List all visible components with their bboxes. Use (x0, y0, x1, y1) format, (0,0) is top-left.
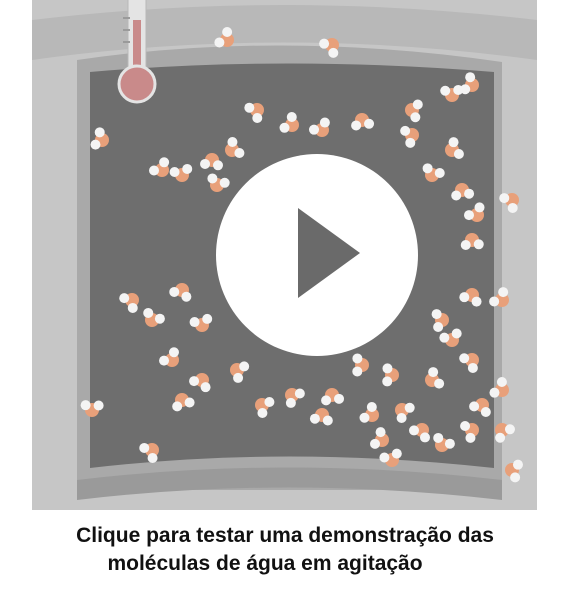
water-molecule-icon (439, 328, 462, 347)
water-molecule-icon (469, 398, 491, 418)
container-rim-bottom (77, 467, 502, 500)
water-molecule-icon (309, 117, 330, 137)
water-molecule-icon (200, 153, 223, 171)
water-molecule-icon (431, 309, 449, 333)
water-molecule-icon (409, 423, 430, 443)
water-molecule-icon (119, 293, 139, 313)
water-molecule-icon (499, 193, 519, 213)
water-molecule-icon (459, 353, 479, 373)
water-molecule-icon (279, 112, 299, 133)
water-molecule-icon (489, 377, 509, 398)
water-molecule-icon (382, 363, 399, 387)
play-icon (298, 208, 360, 298)
water-molecule-icon (90, 127, 109, 150)
water-molecule-icon (214, 27, 234, 48)
water-molecule-icon (451, 183, 475, 201)
water-molecule-icon (255, 397, 275, 418)
water-molecule-icon (505, 459, 523, 483)
water-molecule-icon (139, 442, 159, 463)
container-rim-top (32, 5, 537, 60)
water-molecule-icon (359, 402, 379, 423)
water-molecule-icon (230, 361, 250, 383)
water-molecule-icon (370, 427, 389, 449)
water-molecule-icon (351, 113, 375, 131)
water-molecule-icon (460, 421, 479, 443)
water-molecule-icon (440, 84, 464, 102)
caption-line-2: moléculas de água em agitação (107, 552, 423, 575)
water-molecule-icon (189, 313, 213, 332)
water-molecule-icon (495, 423, 515, 443)
water-molecule-icon (309, 408, 333, 426)
water-molecule-icon (244, 102, 264, 123)
water-molecule-icon (464, 202, 485, 222)
caption: Clique para testar uma demonstração das … (0, 522, 570, 578)
thermometer-icon (117, 0, 157, 104)
water-molecule-icon (379, 448, 402, 467)
simulation-stage[interactable] (32, 0, 537, 510)
water-molecule-icon (225, 137, 245, 159)
water-molecule-icon (352, 353, 369, 377)
water-molecule-icon (149, 157, 170, 177)
water-molecule-icon (319, 38, 339, 58)
water-molecule-icon (189, 373, 211, 393)
water-molecule-icon (422, 163, 445, 182)
water-molecule-icon (405, 99, 423, 123)
water-molecule-icon (460, 233, 484, 250)
water-molecule-icon (425, 367, 445, 389)
water-molecule-icon (400, 125, 419, 148)
water-molecule-icon (80, 400, 104, 417)
water-molecule-icon (489, 287, 509, 307)
water-molecule-icon (459, 288, 482, 307)
water-molecule-icon (169, 283, 192, 302)
water-molecule-icon (321, 388, 345, 406)
play-button[interactable] (216, 154, 418, 356)
water-molecule-icon (445, 137, 464, 160)
caption-line-1: Clique para testar uma demonstração das (76, 524, 494, 547)
water-molecule-icon (143, 307, 165, 327)
water-molecule-icon (172, 393, 195, 412)
water-molecule-icon (159, 347, 179, 367)
water-molecule-icon (460, 72, 479, 95)
water-molecule-icon (285, 388, 305, 408)
water-molecule-icon (433, 432, 455, 452)
water-molecule-icon (395, 402, 415, 423)
water-molecule-icon (207, 173, 230, 192)
water-molecule-icon (169, 163, 193, 182)
